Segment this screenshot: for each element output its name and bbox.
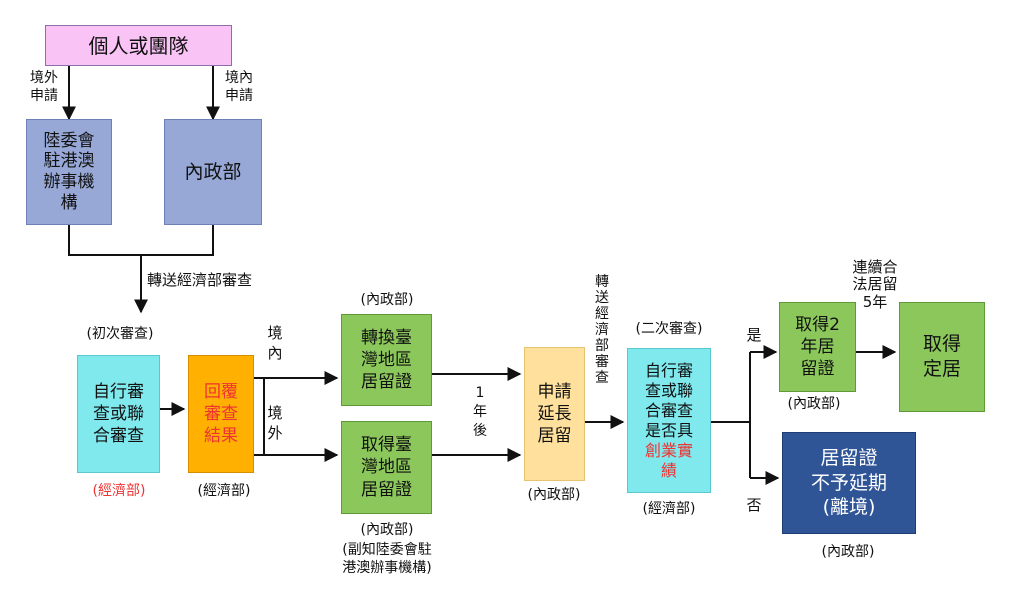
- second-review-label: (二次審查): [635, 321, 703, 337]
- outside-label: 境 外: [267, 404, 283, 442]
- moea-label-reply: (經濟部): [197, 483, 251, 499]
- abroad-apply-label: 境外 申請: [30, 70, 58, 105]
- forward-moea-label: 轉送經濟部審查: [147, 271, 253, 289]
- settle-box: 取得 定居: [899, 302, 985, 412]
- cc-note-label: (副知陸委會駐 港澳辦事機構): [342, 542, 432, 577]
- continuous-residence-label: 連續合 法居留 5年: [852, 258, 898, 311]
- moi-office-box: 內政部: [164, 119, 262, 225]
- inside-label: 境 內: [267, 324, 283, 362]
- one-year-later-label: 1 年 後: [473, 385, 487, 439]
- second-review-box: 自行審 查或聯 合審查 是否具 創業實 績: [627, 348, 711, 493]
- split-line: [254, 377, 265, 456]
- obtain-permit-box: 取得臺 灣地區 居留證: [341, 421, 432, 514]
- forward-moea-vertical-label: 轉 送 經 濟 部 審 查: [595, 274, 609, 386]
- first-review-label: (初次審查): [86, 326, 154, 342]
- startup-performance-text: 創業實 績: [644, 440, 693, 480]
- convert-permit-box: 轉換臺 灣地區 居留證: [341, 314, 432, 406]
- merge-line: [68, 225, 214, 256]
- moi-label-two-year: (內政部): [787, 396, 841, 412]
- moi-label-obtain: (內政部): [360, 522, 414, 538]
- moi-label-no-extend: (內政部): [821, 544, 875, 560]
- two-year-permit-box: 取得2 年居 留證: [779, 302, 856, 392]
- extend-residence-box: 申請 延長 居留: [524, 347, 585, 481]
- individual-or-team-box: 個人或團隊: [45, 25, 232, 66]
- mac-office-box: 陸委會 駐港澳 辦事機 構: [26, 119, 112, 225]
- moi-label-convert: (內政部): [360, 292, 414, 308]
- moi-label-extend: (內政部): [527, 487, 581, 503]
- moea-label-red: (經濟部): [92, 483, 146, 499]
- self-review-box: 自行審 查或聯 合審查: [77, 355, 160, 473]
- yes-label: 是: [746, 326, 762, 344]
- moea-label-second: (經濟部): [642, 501, 696, 517]
- no-extension-box: 居留證 不予延期 (離境): [782, 432, 916, 534]
- domestic-apply-label: 境內 申請: [225, 70, 253, 105]
- no-label: 否: [746, 496, 762, 514]
- second-review-text: 自行審 查或聯 合審查 是否具: [644, 360, 693, 440]
- reply-result-box: 回覆 審查 結果: [188, 355, 254, 473]
